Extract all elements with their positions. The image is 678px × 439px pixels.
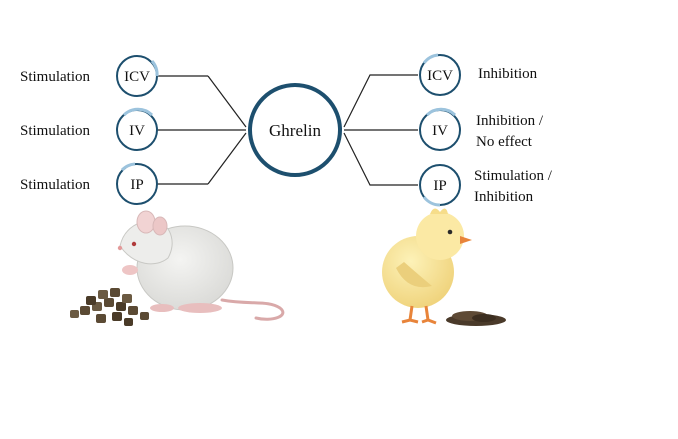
right-route-effect-line2: No effect [476,134,533,150]
ghrelin-node: Ghrelin [248,83,342,177]
right-route-effect-line1: Inhibition / [476,113,544,129]
feed-pile [446,311,506,326]
right-route-ip: IP Stimulation / Inhibition [419,164,553,207]
right-route-effect-line1: Stimulation / [474,168,553,184]
right-route-abbr: IP [433,178,446,194]
left-route-effect: Stimulation [20,177,91,193]
left-route-effect: Stimulation [20,123,91,139]
right-route-effect: Inhibition [478,66,538,82]
chick-illustration [382,208,472,325]
left-route-effect: Stimulation [20,69,91,85]
left-route-abbr: IP [130,177,143,193]
left-route-abbr: ICV [124,69,150,85]
right-connectors [343,74,418,186]
left-connectors [157,75,247,185]
left-route-icv: ICV Stimulation [20,55,159,97]
rat-illustration [117,210,285,321]
right-route-effect-line2: Inhibition [474,189,534,205]
pellet-pile [70,288,149,326]
right-route-abbr: IV [432,123,448,139]
right-route-icv: ICV Inhibition [419,53,538,96]
ghrelin-label: Ghrelin [269,121,321,140]
right-route-iv: IV Inhibition / No effect [419,107,544,151]
left-route-abbr: IV [129,123,145,139]
left-route-iv: IV Stimulation [20,107,158,151]
left-route-ip: IP Stimulation [20,162,158,205]
right-route-abbr: ICV [427,68,453,84]
